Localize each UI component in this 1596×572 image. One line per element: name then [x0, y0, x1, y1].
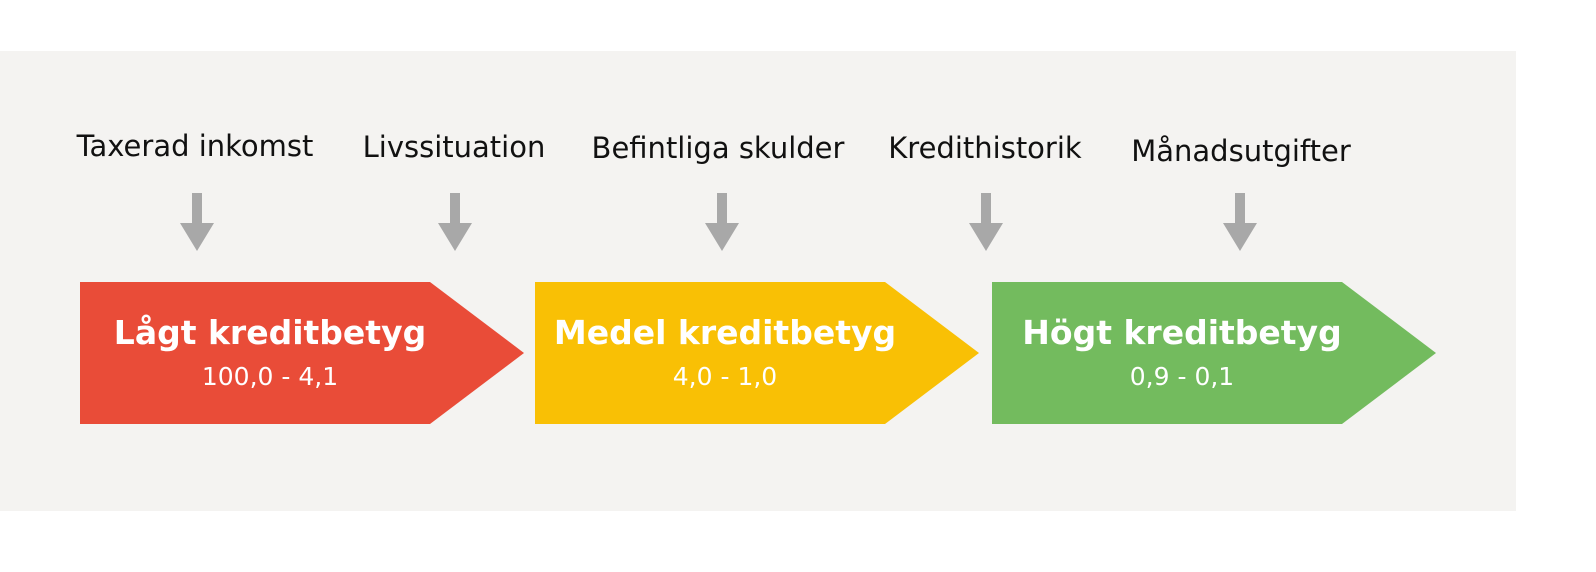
- arrow-down-icon: [705, 193, 739, 251]
- rating-high: Högt kreditbetyg 0,9 - 0,1: [992, 282, 1436, 424]
- diagram-panel: [0, 51, 1516, 511]
- arrow-down-icon: [1223, 193, 1257, 251]
- rating-low: Lågt kreditbetyg 100,0 - 4,1: [80, 282, 524, 424]
- rating-low-range: 100,0 - 4,1: [201, 362, 339, 391]
- chevron-shape-low: [80, 282, 524, 424]
- rating-medium-range: 4,0 - 1,0: [672, 362, 778, 391]
- factor-label-livssituation: Livssituation: [362, 130, 546, 164]
- chevron-shape-medium: [535, 282, 979, 424]
- rating-low-title: Lågt kreditbetyg: [113, 313, 427, 352]
- rating-medium: Medel kreditbetyg 4,0 - 1,0: [535, 282, 979, 424]
- arrow-down-icon: [180, 193, 214, 251]
- arrow-down-icon: [969, 193, 1003, 251]
- factor-label-kredithistorik: Kredithistorik: [888, 131, 1082, 165]
- rating-medium-title: Medel kreditbetyg: [553, 313, 897, 352]
- chevron-shape-high: [992, 282, 1436, 424]
- factor-label-befintliga-skulder: Befintliga skulder: [591, 131, 845, 165]
- rating-high-title: Högt kreditbetyg: [1022, 313, 1342, 352]
- arrow-down-icon: [438, 193, 472, 251]
- factor-label-manadsutgifter: Månadsutgifter: [1131, 134, 1351, 168]
- factor-label-taxerad-inkomst: Taxerad inkomst: [76, 129, 314, 163]
- rating-high-range: 0,9 - 0,1: [1129, 362, 1235, 391]
